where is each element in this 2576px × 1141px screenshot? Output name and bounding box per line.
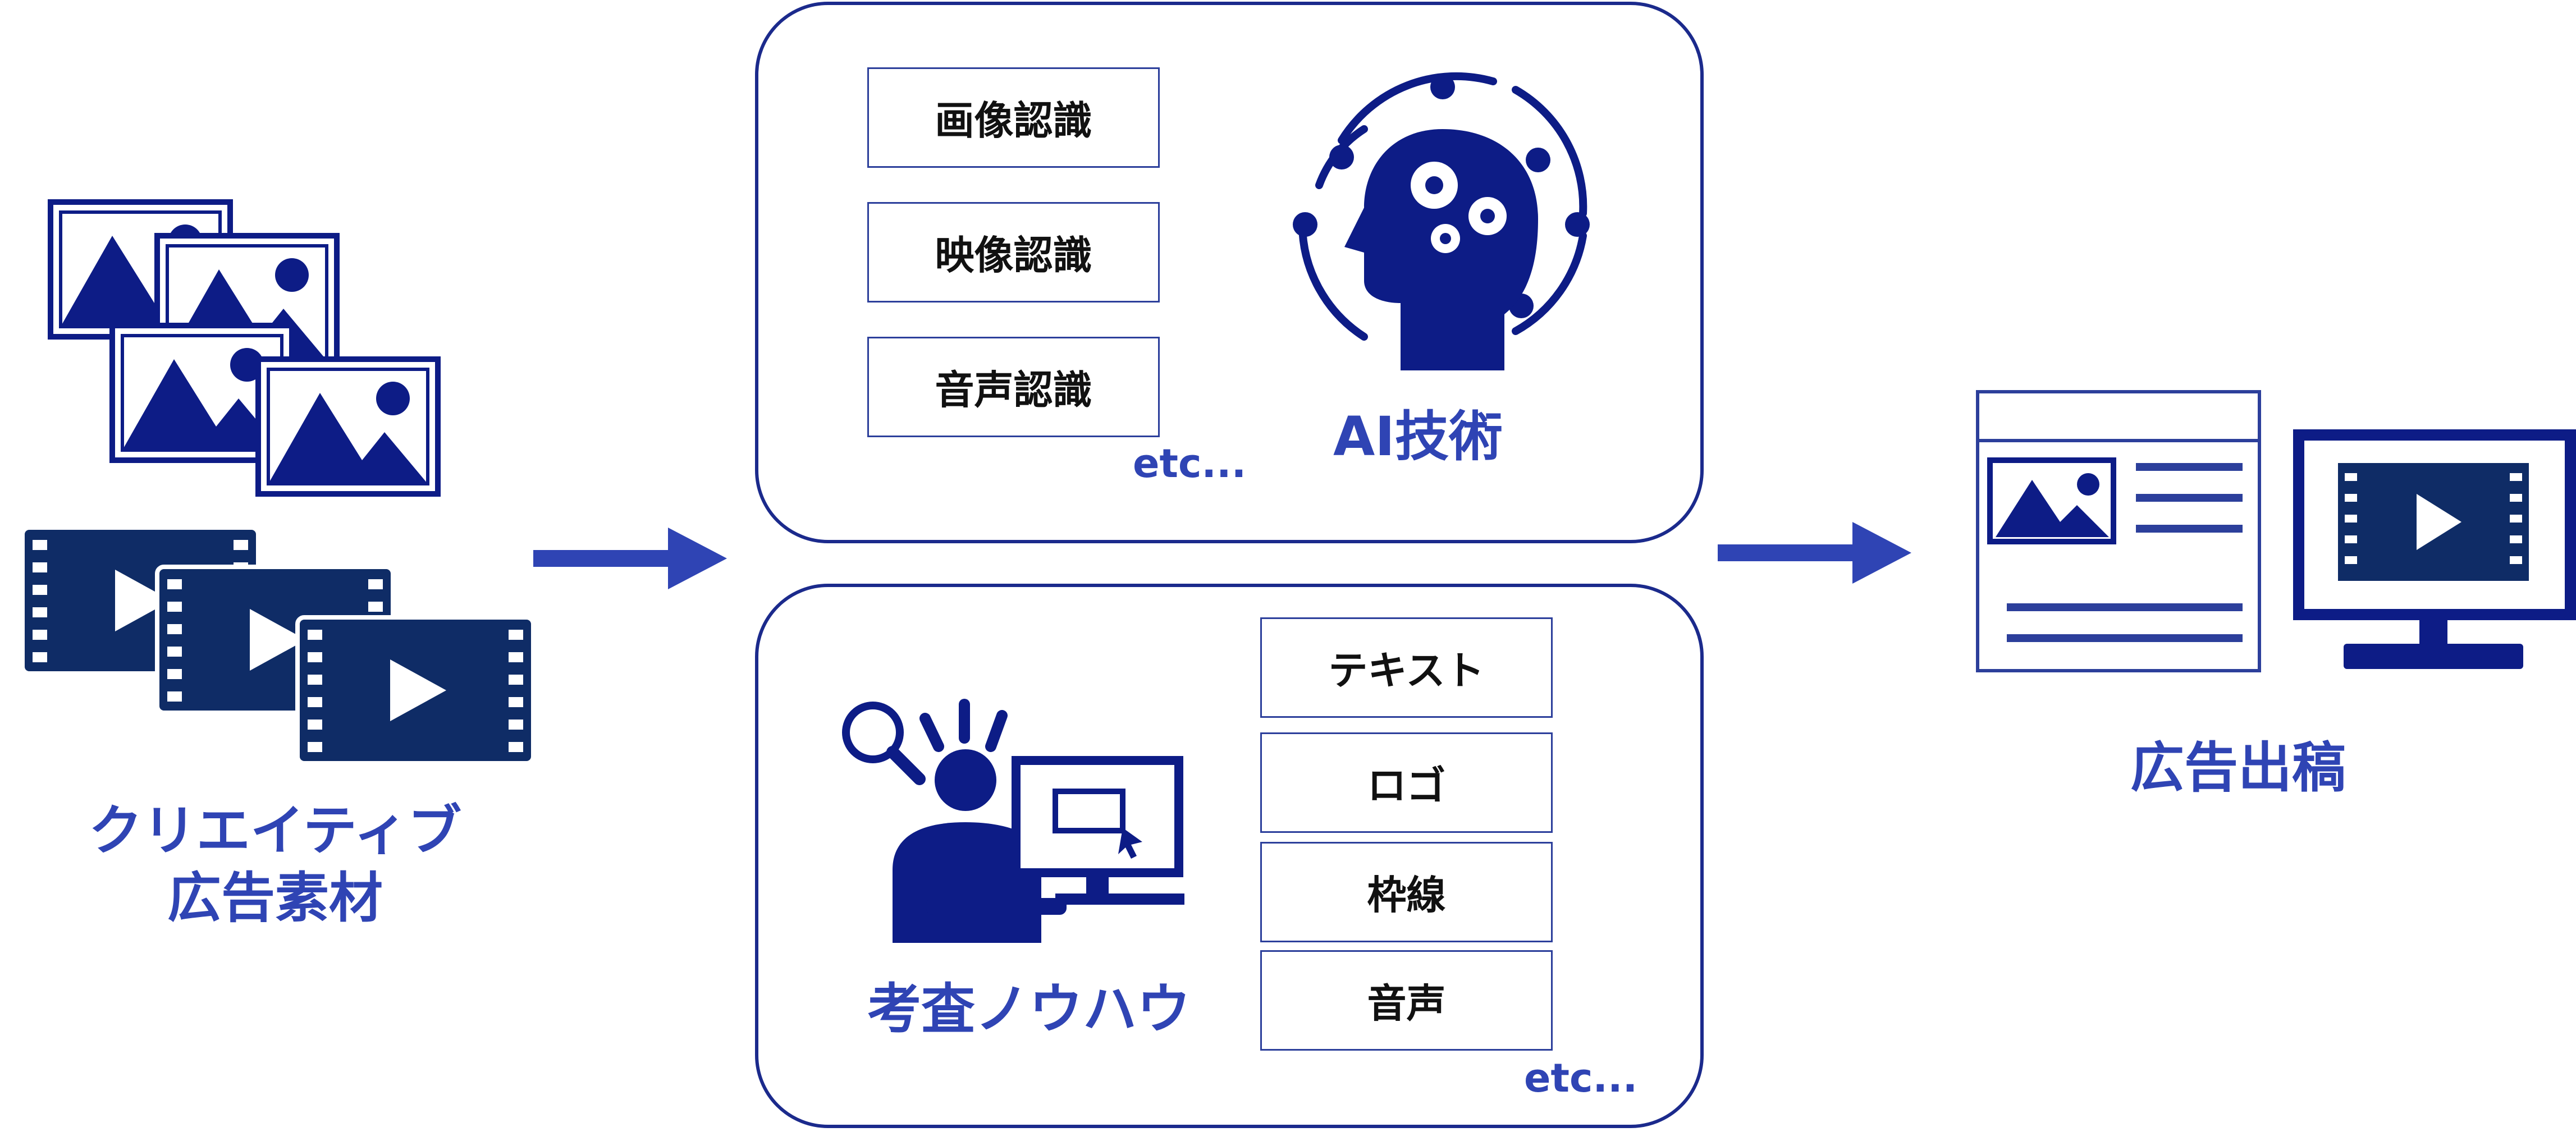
knowhow-item-logo: ロゴ xyxy=(1260,732,1553,833)
knowhow-item-audio: 音声 xyxy=(1260,950,1553,1051)
knowhow-item-border: 枠線 xyxy=(1260,842,1553,942)
ai-item-video-recognition: 映像認識 xyxy=(867,202,1160,303)
knowhow-etc-text: etc... xyxy=(1524,1055,1638,1101)
knowhow-label: 考査ノウハウ xyxy=(867,978,1191,1041)
ai-item-image-recognition: 画像認識 xyxy=(867,67,1160,168)
monitor-video-icon xyxy=(2293,429,2576,669)
arrow-right-icon xyxy=(533,528,727,589)
reviewer-at-computer-icon xyxy=(842,699,1184,943)
source-label-line2: 広告素材 xyxy=(167,867,383,929)
web-page-ad-icon xyxy=(1976,390,2261,672)
knowhow-item-text: テキスト xyxy=(1260,617,1553,718)
ai-item-audio-recognition: 音声認識 xyxy=(867,337,1160,437)
source-label-line1: クリエイティブ xyxy=(88,799,462,862)
output-label: 広告出稿 xyxy=(2130,736,2346,799)
ai-label: AI技術 xyxy=(1333,405,1503,468)
arrow-right-icon xyxy=(1718,522,1911,584)
ai-head-gears-icon xyxy=(1293,72,1590,370)
ai-etc-text: etc... xyxy=(1133,441,1247,487)
